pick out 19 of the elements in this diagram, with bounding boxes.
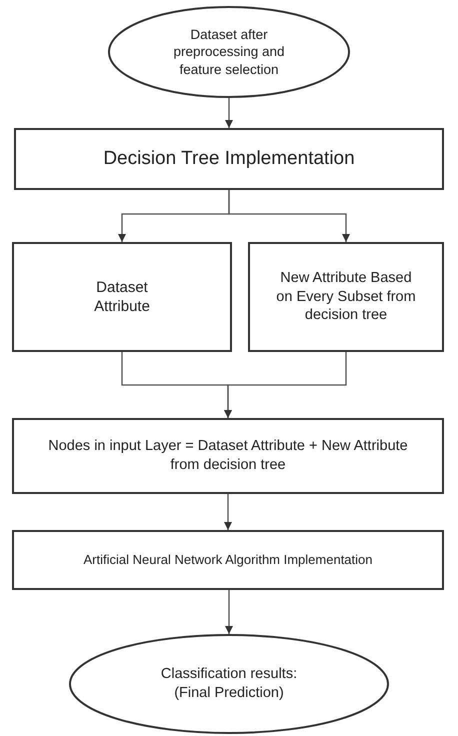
node-label: Nodes in input Layer = Dataset Attribute + New Attribute from decision tree (47, 437, 409, 475)
terminal-ellipse (69, 634, 389, 734)
arrow (225, 590, 233, 634)
process-box (248, 242, 444, 352)
terminal-ellipse (108, 6, 350, 98)
node-label: Dataset Attribute (93, 278, 151, 316)
node-label: Dataset after preprocessing and feature selection (172, 26, 286, 78)
node-label: Classification results: (Final Prediction) (160, 665, 298, 703)
arrow (228, 190, 350, 242)
node-label: Decision Tree Implementation (103, 146, 355, 171)
process-box (14, 128, 444, 190)
arrow (224, 494, 232, 530)
process-box (12, 242, 232, 352)
arrow (225, 98, 233, 128)
process-box (12, 530, 444, 590)
node-label: Artificial Neural Network Algorithm Implementation (84, 552, 372, 568)
node-label: New Attribute Based on Every Subset from decision tree (275, 268, 417, 326)
process-box (12, 418, 444, 494)
arrow (224, 352, 347, 418)
